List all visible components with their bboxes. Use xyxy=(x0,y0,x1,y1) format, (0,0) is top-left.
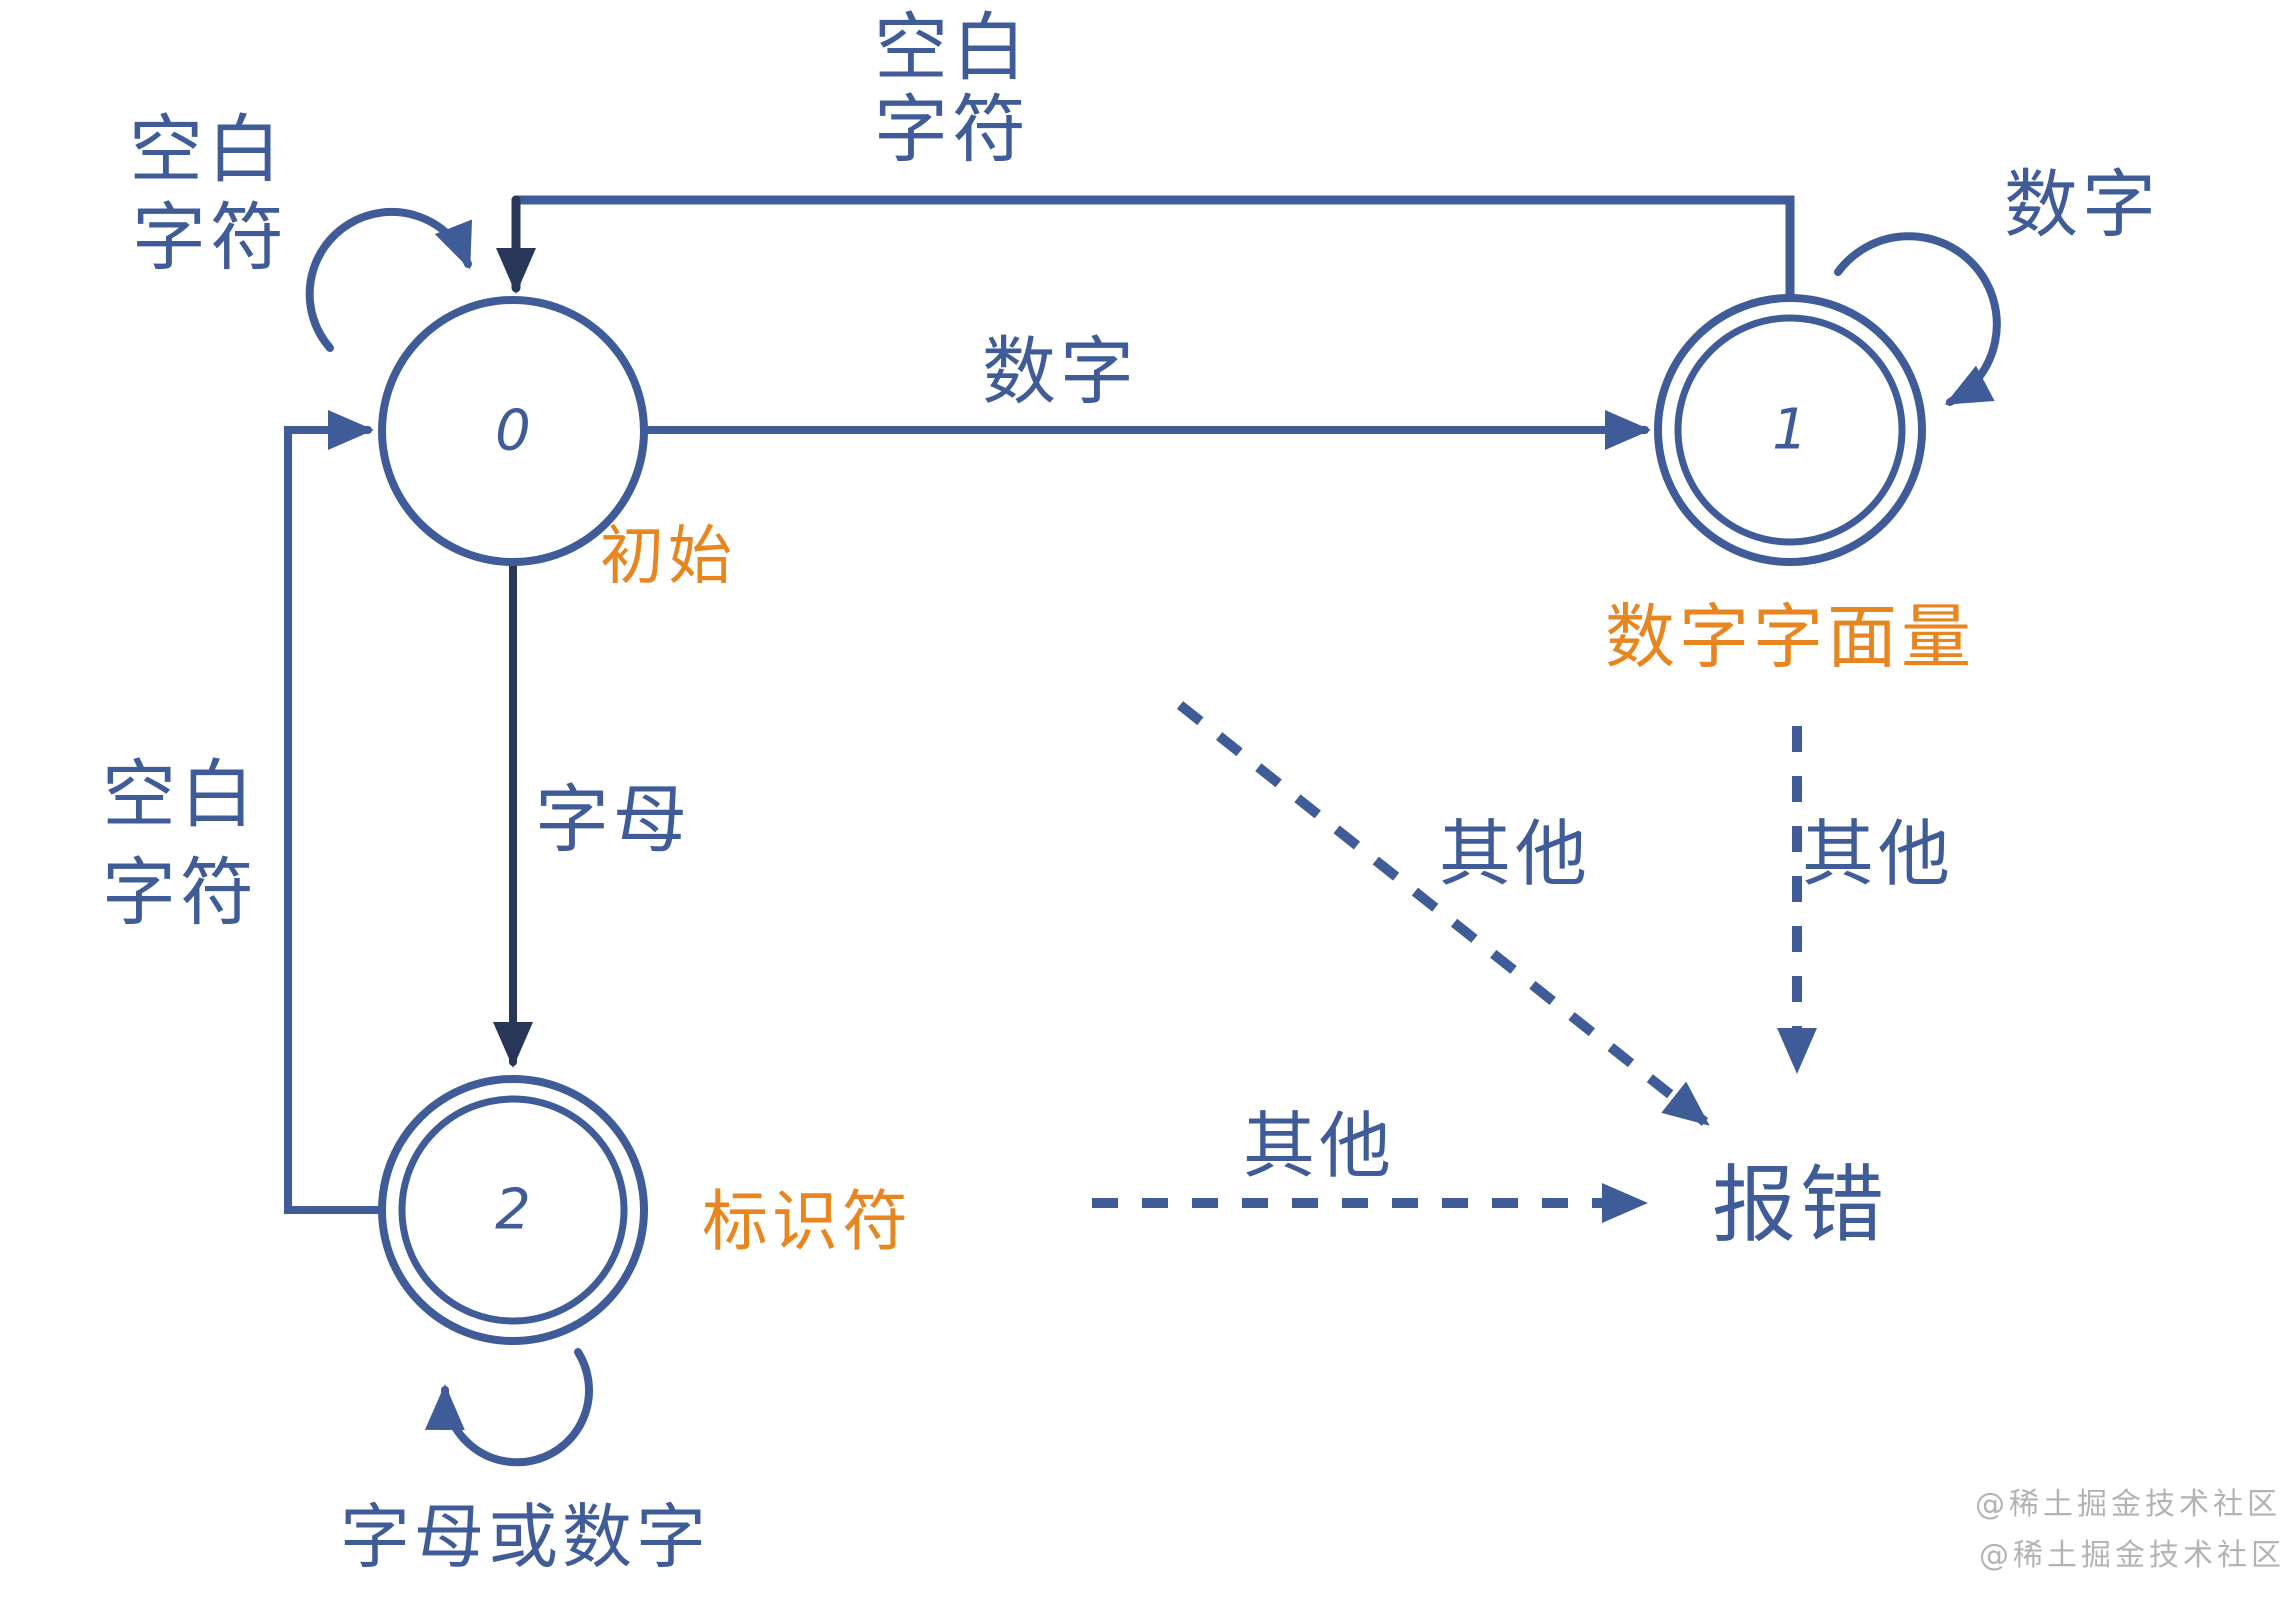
loop-state1-digit xyxy=(1834,232,2001,406)
state-2: 2 xyxy=(378,1075,648,1345)
label-left-whitespace-line2: 字符 xyxy=(102,850,258,936)
label-loop0-whitespace-line1: 空白 xyxy=(129,107,285,193)
state-0: 0 xyxy=(378,296,648,566)
loop-state2-letter-digit xyxy=(424,1348,593,1467)
label-initial: 初始 xyxy=(600,520,736,594)
label-error: 报错 xyxy=(1711,1156,1889,1254)
label-top-whitespace-line2: 字符 xyxy=(874,87,1030,173)
state-2-digit: 2 xyxy=(495,1178,531,1243)
state-1-outer-circle xyxy=(1654,294,1926,566)
state-0-outer-circle xyxy=(378,296,648,566)
watermark-line-2: @稀土掘金技术社区 xyxy=(1979,1538,2284,1573)
label-other-diagonal: 其他 xyxy=(1438,812,1592,896)
label-left-whitespace-line1: 空白 xyxy=(102,752,258,838)
state-2-inner-circle xyxy=(398,1095,628,1325)
loop-state0-whitespace xyxy=(305,207,472,352)
label-numeric-literal: 数字字面量 xyxy=(1605,596,1975,678)
label-loop2-letter-or-digit: 字母或数字 xyxy=(340,1496,710,1578)
edges-group xyxy=(284,195,2001,1467)
edge-2-to-0-whitespace xyxy=(284,410,392,1214)
nodes-group: 0 1 2 xyxy=(378,294,1926,1345)
label-loop1-digit: 数字 xyxy=(2004,162,2160,248)
state-1: 1 xyxy=(1654,294,1926,566)
dash-diag-to-error-other xyxy=(1176,701,1710,1126)
label-edge01-digit: 数字 xyxy=(982,329,1138,415)
edge-1-to-0-top xyxy=(511,195,1795,305)
label-loop0-whitespace-line2: 字符 xyxy=(132,195,288,281)
state-1-digit: 1 xyxy=(1772,398,1808,463)
label-other-horizontal: 其他 xyxy=(1242,1104,1396,1188)
watermark-line-1: @稀土掘金技术社区 xyxy=(1975,1487,2281,1522)
label-identifier: 标识符 xyxy=(702,1183,912,1260)
state-1-inner-circle xyxy=(1674,314,1906,546)
label-top-whitespace-line1: 空白 xyxy=(874,5,1030,91)
state-0-digit: 0 xyxy=(495,399,531,464)
label-edge02-letter: 字母 xyxy=(535,777,691,863)
label-other-vertical: 其他 xyxy=(1801,812,1955,896)
state-2-outer-circle xyxy=(378,1075,648,1345)
